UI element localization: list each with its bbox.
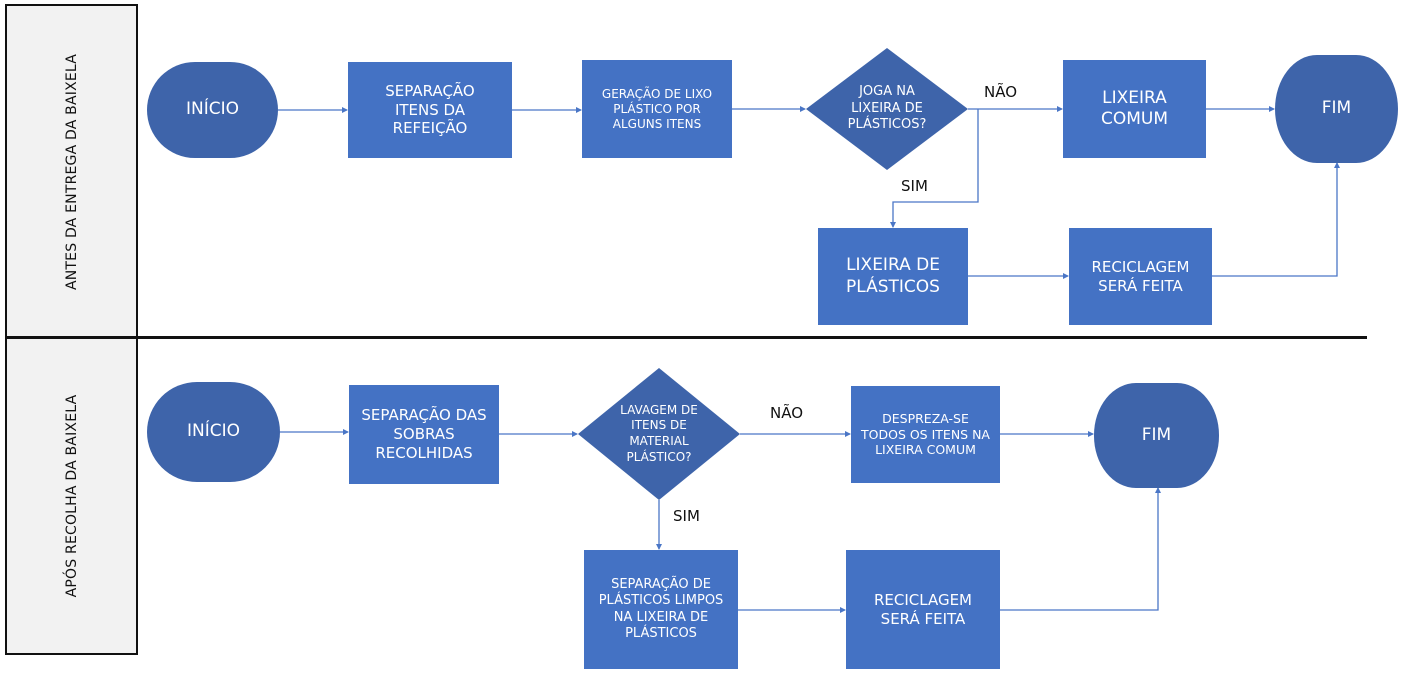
lane-title: ANTES DA ENTREGA DA BAIXELA <box>63 53 80 290</box>
edge-recycling-to-end <box>1212 162 1340 277</box>
process-label: SEPARAÇÃO ITENS DA REFEIÇÃO <box>385 81 475 138</box>
start-terminal: INÍCIO <box>147 62 278 158</box>
process-generation: GERAÇÃO DE LIXO PLÁSTICO POR ALGUNS ITEN… <box>582 60 732 158</box>
decision-washing: LAVAGEM DE ITENS DE MATERIAL PLÁSTICO? <box>578 368 740 500</box>
process-recycling-2: RECICLAGEM SERÁ FEITA <box>846 550 1000 669</box>
start-label: INÍCIO <box>185 99 239 120</box>
process-label: SEPARAÇÃO DE PLÁSTICOS LIMPOS NA LIXEIRA… <box>598 577 724 641</box>
lane-title: APÓS RECOLHA DA BAIXELA <box>63 394 80 598</box>
edge-label-yes: SIM <box>673 507 700 525</box>
process-separation-leftovers: SEPARAÇÃO DAS SOBRAS RECOLHIDAS <box>349 385 499 484</box>
process-label: GERAÇÃO DE LIXO PLÁSTICO POR ALGUNS ITEN… <box>601 86 713 131</box>
edge-label-yes: SIM <box>901 177 928 195</box>
process-recycling: RECICLAGEM SERÁ FEITA <box>1069 228 1212 325</box>
edge-label-no: NÃO <box>984 83 1018 101</box>
process-discard: DESPREZA-SE TODOS OS ITENS NA LIXEIRA CO… <box>851 386 1000 483</box>
process-common-bin: LIXEIRA COMUM <box>1063 60 1206 158</box>
start-terminal-2: INÍCIO <box>147 382 280 482</box>
end-terminal: FIM <box>1275 55 1398 163</box>
end-label: FIM <box>1141 424 1172 445</box>
start-label: INÍCIO <box>186 421 240 442</box>
process-plastic-bin: LIXEIRA DE PLÁSTICOS <box>818 228 968 325</box>
process-separation: SEPARAÇÃO ITENS DA REFEIÇÃO <box>348 62 512 158</box>
edge-recycling-to-end-2 <box>1000 487 1161 611</box>
process-label: DESPREZA-SE TODOS OS ITENS NA LIXEIRA CO… <box>861 411 990 458</box>
lane-label-after-collection: APÓS RECOLHA DA BAIXELA <box>5 337 138 655</box>
edge-label-no: NÃO <box>770 404 804 422</box>
process-plastic-separation: SEPARAÇÃO DE PLÁSTICOS LIMPOS NA LIXEIRA… <box>584 550 738 669</box>
diamond-shape <box>578 368 740 500</box>
decision-label: LAVAGEM DE ITENS DE MATERIAL PLÁSTICO? <box>620 402 698 464</box>
diamond-shape <box>806 48 968 170</box>
end-terminal-2: FIM <box>1094 383 1219 488</box>
process-label: RECICLAGEM SERÁ FEITA <box>873 590 972 628</box>
decision-plastic-bin: JOGA NA LIXEIRA DE PLÁSTICOS? <box>806 48 968 170</box>
process-label: LIXEIRA COMUM <box>1100 87 1169 129</box>
process-label: RECICLAGEM SERÁ FEITA <box>1091 257 1190 295</box>
lane-label-before-delivery: ANTES DA ENTREGA DA BAIXELA <box>5 4 138 339</box>
decision-label: JOGA NA LIXEIRA DE PLÁSTICOS? <box>847 83 927 133</box>
process-label: SEPARAÇÃO DAS SOBRAS RECOLHIDAS <box>361 406 487 462</box>
end-label: FIM <box>1321 98 1352 119</box>
lane-divider <box>5 336 1367 339</box>
process-label: LIXEIRA DE PLÁSTICOS <box>846 255 940 297</box>
